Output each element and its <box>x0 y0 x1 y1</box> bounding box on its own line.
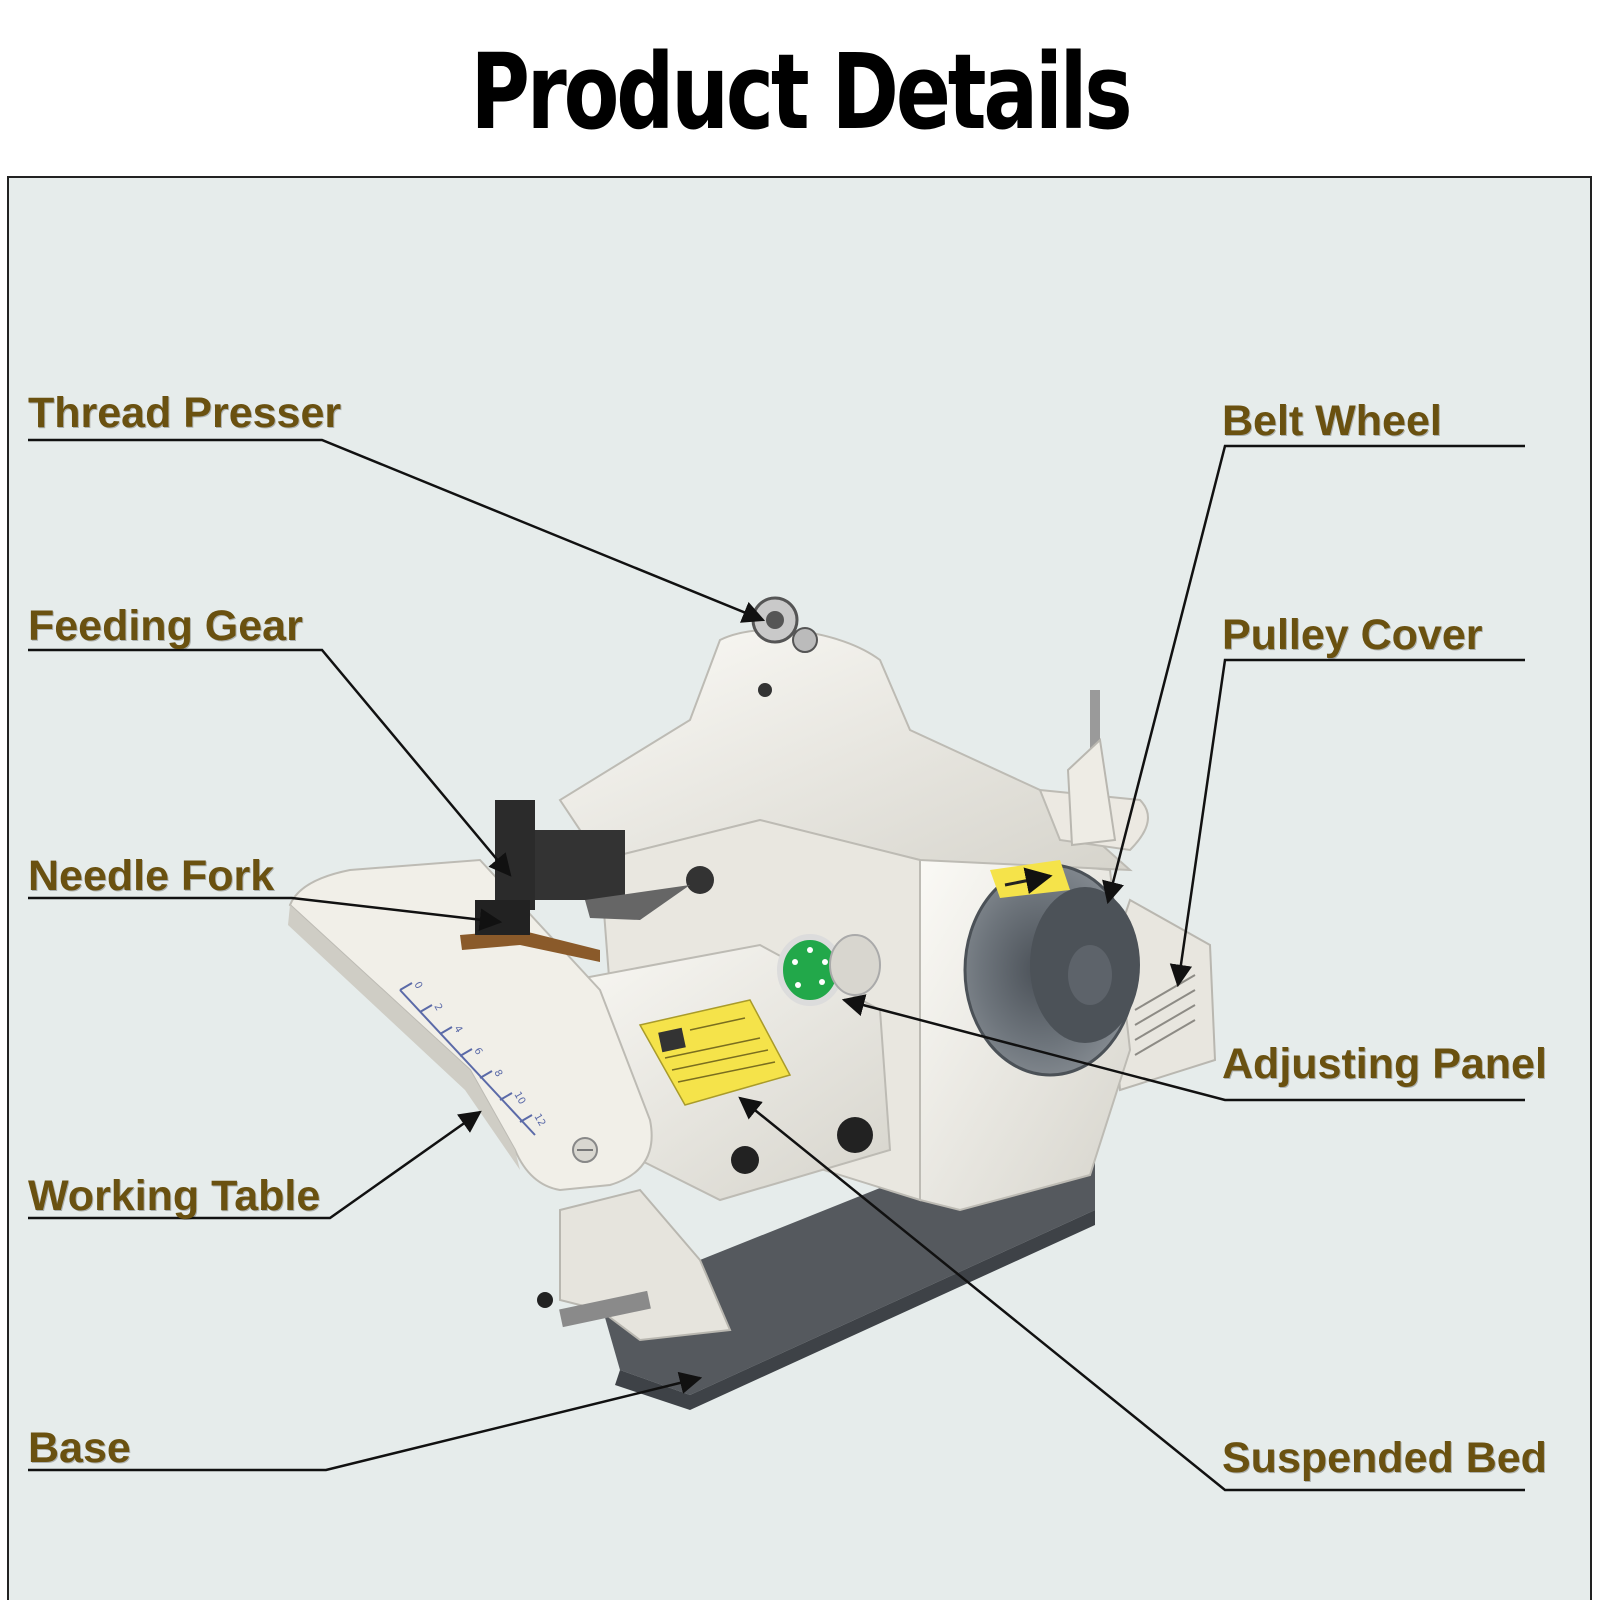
page-title: Product Details <box>470 31 1132 153</box>
warning-sticker <box>638 999 792 1106</box>
leader-suspended-bed <box>738 1096 1525 1492</box>
leader-belt-wheel <box>1102 444 1525 905</box>
label-base: Base <box>28 1424 131 1472</box>
leader-feeding-gear <box>28 648 512 877</box>
table-ruler <box>399 982 536 1136</box>
ruler-tick-6: 6 <box>471 1046 484 1057</box>
ruler-tick-0: 0 <box>411 980 424 991</box>
ruler-tick-8: 8 <box>491 1068 504 1079</box>
working-table-shape <box>288 858 653 1192</box>
label-thread-presser: Thread Presser <box>28 389 342 437</box>
leader-pulley-cover <box>1169 658 1525 988</box>
label-feeding-gear: Feeding Gear <box>28 602 303 650</box>
feeding-gear-shape <box>460 930 600 962</box>
leader-adjusting-panel <box>841 994 1525 1102</box>
label-needle-fork: Needle Fork <box>28 852 275 900</box>
ruler-tick-4: 4 <box>451 1024 464 1035</box>
leader-needle-fork <box>28 896 503 931</box>
label-adjusting-panel: Adjusting Panel <box>1222 1040 1547 1088</box>
leader-base <box>28 1371 703 1472</box>
machine-arm <box>558 628 1133 872</box>
label-working-table: Working Table <box>28 1172 321 1220</box>
ruler-tick-2: 2 <box>431 1002 444 1013</box>
label-suspended-bed: Suspended Bed <box>1222 1434 1547 1482</box>
label-pulley-cover: Pulley Cover <box>1222 611 1483 659</box>
leader-working-table <box>28 1110 482 1220</box>
leader-thread-presser <box>28 438 766 623</box>
label-belt-wheel: Belt Wheel <box>1222 397 1442 445</box>
